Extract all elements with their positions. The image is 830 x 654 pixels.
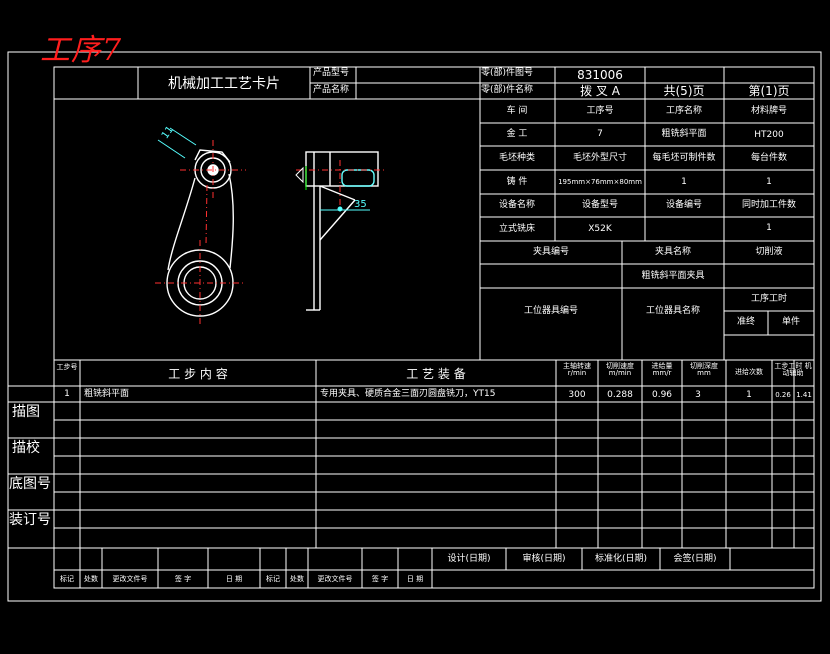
simul-label: 同时加工件数	[741, 200, 797, 210]
col-step-content: 工 步 内 容	[168, 367, 228, 381]
equip-no-label: 设备编号	[665, 200, 703, 210]
workshop-label: 车 间	[506, 106, 528, 116]
side-label-base-drawing: 底图号	[9, 476, 51, 492]
standard-date: 标准化(日期)	[594, 554, 648, 564]
equip-name-value: 立式铣床	[498, 224, 536, 234]
col-spindle-speed: 主轴转速 r/min	[563, 362, 591, 377]
side-label-binding: 装订号	[9, 512, 51, 528]
blank-type-label: 毛坯种类	[498, 153, 536, 163]
col-equipment: 工 艺 装 备	[406, 367, 466, 381]
page-number: 第(1)页	[748, 84, 790, 98]
step-content: 粗铣斜平面	[84, 389, 130, 399]
workshop-value: 金 工	[506, 129, 528, 139]
col-feed: 进给量 mm/r	[651, 362, 673, 377]
product-model-label: 产品型号	[313, 68, 350, 78]
step-feed: 0.96	[651, 390, 673, 400]
material-value: HT200	[754, 130, 784, 140]
equip-model-value: X52K	[588, 224, 612, 234]
equip-model-label: 设备型号	[581, 200, 619, 210]
total-pages: 共(5)页	[663, 84, 705, 98]
blank-size-value: 195mm×76mm×80mm	[558, 178, 642, 186]
step-aux-time: 1.41	[796, 391, 812, 399]
col-step-no: 工步号	[56, 363, 78, 371]
fixture-name-label: 夹具名称	[654, 247, 692, 257]
blank-type-value: 铸 件	[506, 177, 528, 187]
col-step-time: 工步工时 机动辅助	[774, 362, 812, 377]
blank-count-value: 1	[681, 177, 687, 187]
col-depth: 切削深度 mm	[690, 362, 718, 377]
rev-doc-1: 更改文件号	[112, 575, 148, 583]
op-no-label: 工序号	[586, 106, 614, 116]
rev-doc-2: 更改文件号	[317, 575, 353, 583]
dimension-35: 35	[354, 199, 367, 210]
unit-time-label: 单件	[781, 317, 801, 327]
rev-date-1: 日 期	[225, 575, 243, 583]
op-name-value: 粗铣斜平面	[661, 129, 707, 139]
prep-time-label: 准终	[736, 317, 756, 327]
station-tool-no-label: 工位器具编号	[523, 306, 579, 316]
equip-name-label: 设备名称	[498, 200, 536, 210]
step-equipment: 专用夹具、硬质合金三面刃圆盘铣刀，YT15	[320, 389, 496, 399]
col-passes: 进给次数	[735, 368, 763, 376]
part-drawing	[166, 149, 379, 317]
op-name-label: 工序名称	[665, 106, 703, 116]
col-cutting-speed: 切削速度 m/min	[606, 362, 634, 377]
rev-mark-2: 标记	[266, 575, 280, 583]
step-machine-time: 0.26	[775, 391, 791, 399]
blank-count-label: 每毛坯可制件数	[652, 153, 716, 163]
per-unit-value: 1	[766, 177, 772, 187]
rev-count-2: 处数	[290, 575, 304, 583]
step-cutting-speed: 0.288	[607, 390, 633, 400]
drawing-no: 831006	[577, 68, 623, 82]
part-name: 拨 叉 A	[580, 84, 620, 98]
simul-value: 1	[766, 223, 772, 233]
fixture-no-label: 夹具编号	[532, 247, 570, 257]
product-name-label: 产品名称	[313, 85, 350, 95]
rev-date-2: 日 期	[406, 575, 424, 583]
op-hours-label: 工序工时	[750, 294, 788, 304]
blank-size-label: 毛坯外型尺寸	[572, 153, 628, 163]
fixture-name-value: 粗铣斜平面夹具	[641, 271, 705, 281]
part-name-label: 零(部)件名称	[481, 85, 534, 95]
step-passes: 1	[746, 390, 752, 400]
rev-sign-2: 签 字	[371, 575, 389, 583]
side-label-trace: 描图	[12, 404, 40, 420]
design-date: 设计(日期)	[447, 554, 491, 564]
countersign-date: 会签(日期)	[673, 554, 717, 564]
card-title: 机械加工工艺卡片	[168, 76, 280, 92]
step-spindle-speed: 300	[568, 390, 586, 400]
op-no-value: 7	[597, 129, 603, 139]
review-date: 审核(日期)	[522, 554, 566, 564]
material-label: 材料牌号	[750, 106, 788, 116]
side-label-trace-check: 描校	[12, 440, 40, 456]
coolant-label: 切削液	[755, 247, 783, 257]
station-tool-name-label: 工位器具名称	[645, 306, 701, 316]
operation-stamp: 工序7	[40, 33, 123, 68]
rev-mark-1: 标记	[60, 575, 74, 583]
per-unit-label: 每台件数	[750, 153, 788, 163]
step-depth: 3	[695, 390, 701, 400]
rev-sign-1: 签 字	[174, 575, 192, 583]
part-drawing-no-label: 零(部)件图号	[481, 68, 534, 78]
step-no: 1	[64, 389, 70, 399]
rev-count-1: 处数	[84, 575, 98, 583]
